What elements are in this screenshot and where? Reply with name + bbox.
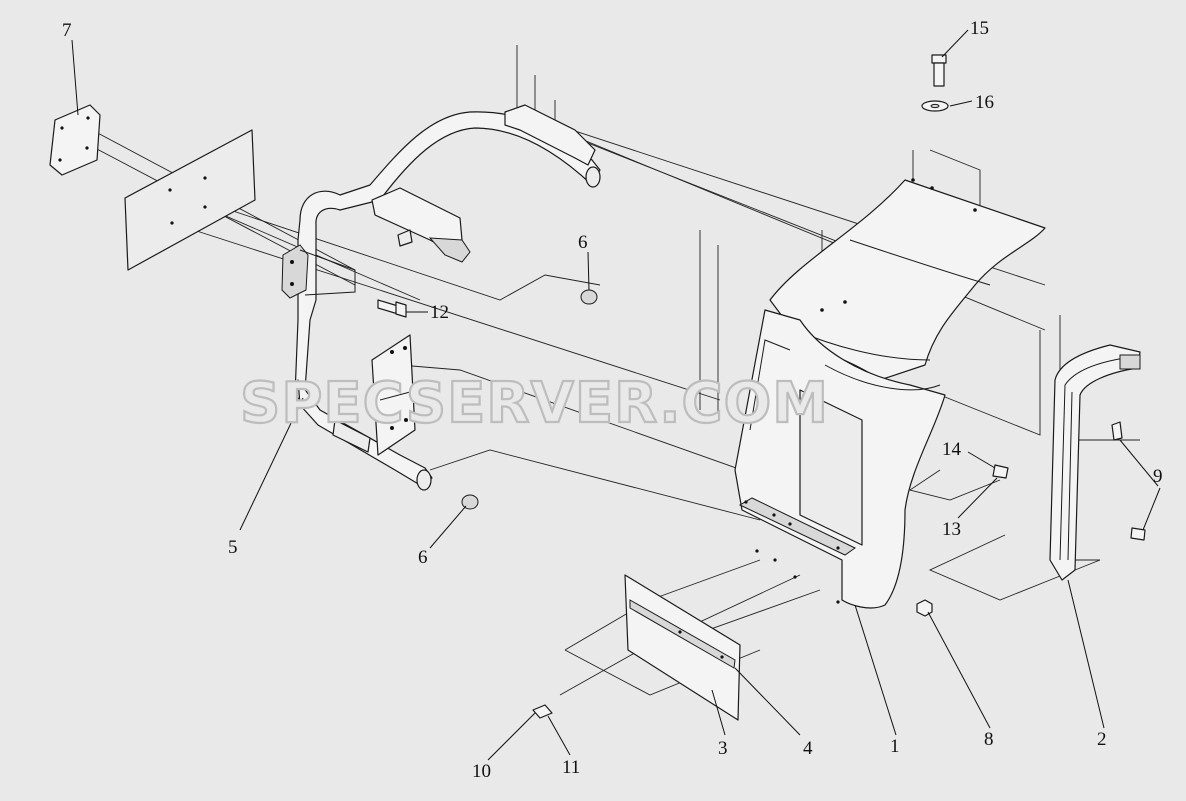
callout-6a: 6 bbox=[578, 232, 588, 253]
callout-12: 12 bbox=[430, 302, 449, 323]
callout-3: 3 bbox=[718, 738, 728, 759]
callout-11: 11 bbox=[562, 757, 580, 778]
part-7-mount-plate bbox=[49, 104, 256, 271]
part-3-mud-flap bbox=[624, 574, 741, 721]
callout-6b: 6 bbox=[418, 547, 428, 568]
callout-10: 10 bbox=[472, 761, 491, 782]
callout-8: 8 bbox=[984, 729, 994, 750]
callout-labels: 7 15 16 6 12 14 9 13 5 6 3 4 1 8 2 10 11 bbox=[62, 18, 1163, 782]
callout-9: 9 bbox=[1153, 466, 1163, 487]
callout-4: 4 bbox=[803, 738, 813, 759]
part-2-side-strap bbox=[1049, 344, 1141, 581]
callout-5: 5 bbox=[228, 537, 238, 558]
part-5-tube-frame bbox=[294, 111, 601, 491]
callout-2: 2 bbox=[1097, 729, 1107, 750]
callout-15: 15 bbox=[970, 18, 989, 39]
hinge-bracket-left bbox=[281, 244, 356, 299]
watermark-text: SPECSERVER.COM bbox=[240, 371, 829, 436]
callout-1: 1 bbox=[890, 736, 900, 757]
callout-16: 16 bbox=[975, 92, 994, 113]
callout-7: 7 bbox=[62, 20, 72, 41]
lower-bracket-plate bbox=[371, 334, 416, 456]
callout-14: 14 bbox=[942, 439, 962, 460]
callout-13: 13 bbox=[942, 519, 961, 540]
part-1-fender-body bbox=[734, 178, 1046, 609]
top-bracket bbox=[371, 104, 596, 263]
leader-lines bbox=[71, 29, 1161, 761]
